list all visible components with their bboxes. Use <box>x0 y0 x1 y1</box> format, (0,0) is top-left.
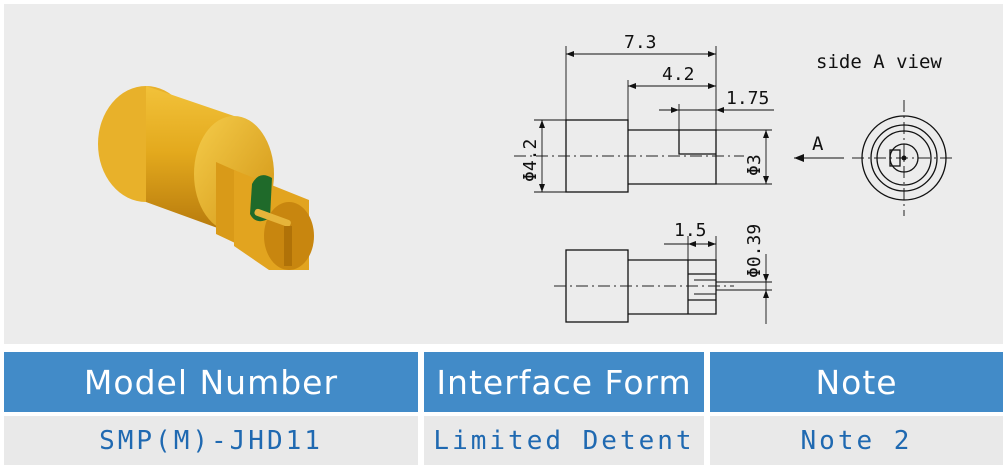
side-view-title: side A view <box>816 51 942 73</box>
view-arrow <box>794 154 844 162</box>
dim-pin-diameter: Φ0.39 <box>744 224 765 278</box>
technical-drawing: 7.3 4.2 1.75 Φ4.2 Φ3 A side A view <box>514 32 956 324</box>
dim-total-length: 7.3 <box>624 32 657 53</box>
dim-mate-length: 4.2 <box>662 64 695 85</box>
dim-tip: 1.5 <box>674 220 707 241</box>
cell-model-number: SMP(M)-JHD11 <box>4 416 418 465</box>
dim-mate-diameter: Φ3 <box>744 154 765 176</box>
header-interface-form: Interface Form <box>424 352 704 412</box>
connector-render <box>98 86 314 270</box>
dim-body-diameter: Φ4.2 <box>520 139 541 182</box>
connector-mating-end <box>216 162 314 270</box>
side-a-view <box>852 100 956 216</box>
connector-body <box>98 86 274 234</box>
detail-view <box>554 236 772 324</box>
dim-slot: 1.75 <box>726 88 769 109</box>
front-view <box>514 46 774 193</box>
product-panel: 7.3 4.2 1.75 Φ4.2 Φ3 A side A view <box>4 4 1003 344</box>
header-model-number: Model Number <box>4 352 418 412</box>
header-note: Note <box>710 352 1003 412</box>
view-arrow-label: A <box>812 133 824 155</box>
cell-note: Note 2 <box>710 416 1003 465</box>
cell-interface-form: Limited Detent <box>424 416 704 465</box>
